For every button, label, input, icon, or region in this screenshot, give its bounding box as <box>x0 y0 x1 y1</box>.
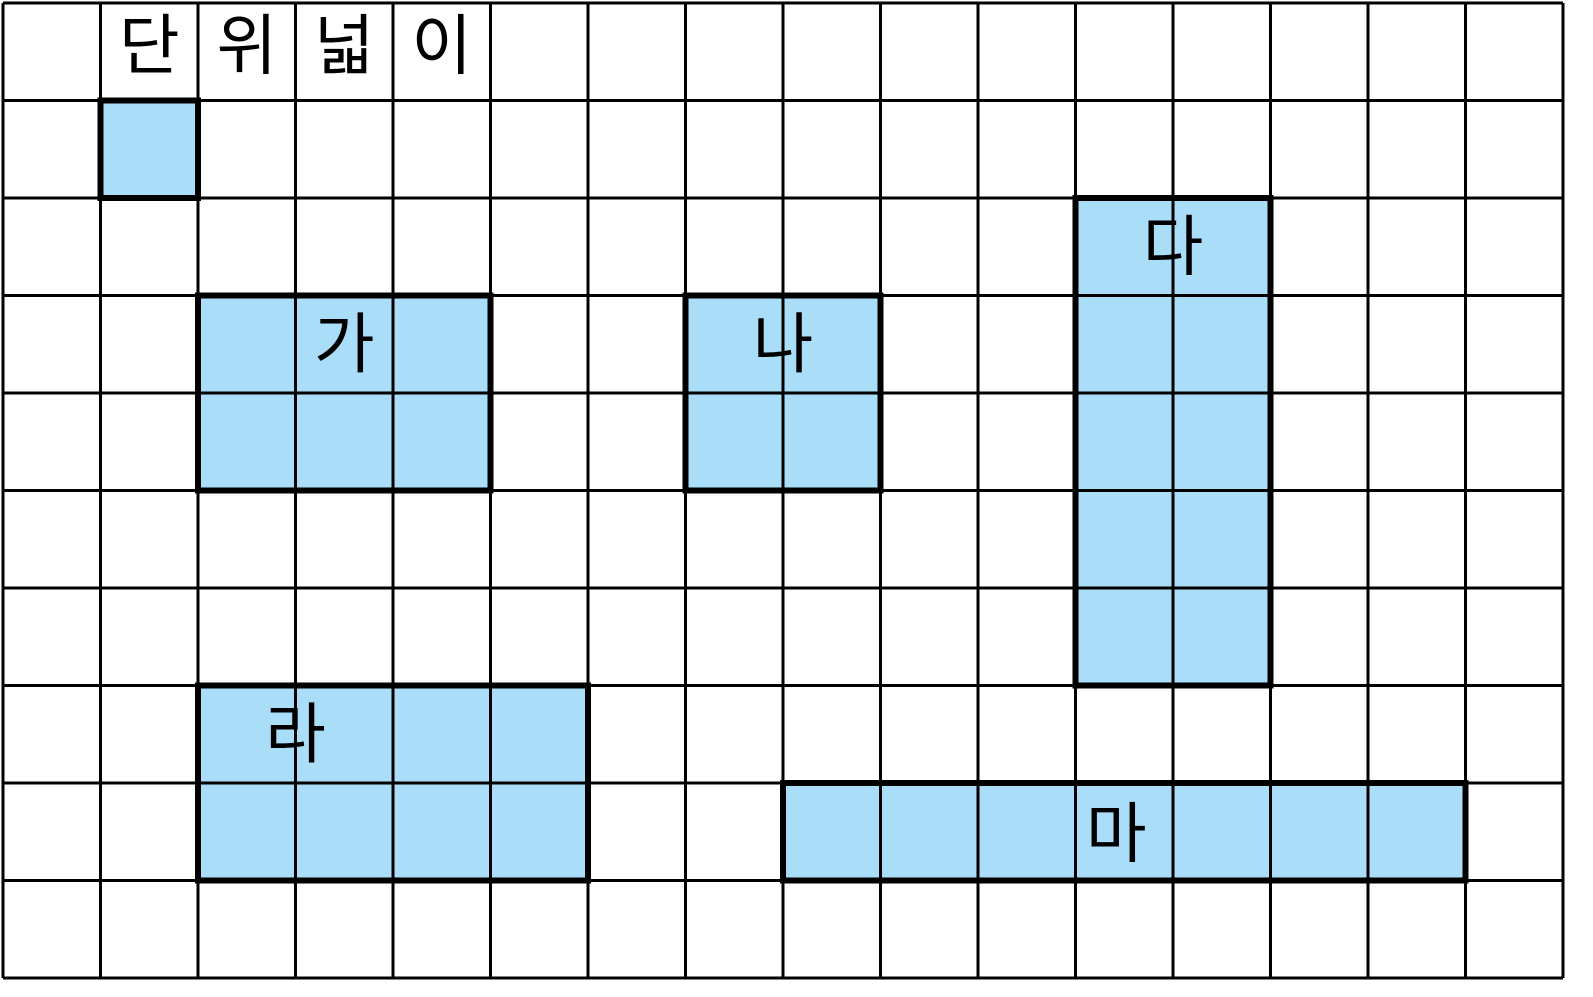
shape-label: 나 <box>753 306 814 383</box>
shape-label: 마 <box>1086 795 1147 872</box>
unit-square-fill <box>100 100 198 198</box>
shape-outlines <box>97 97 1469 884</box>
shape-label: 라 <box>265 696 326 773</box>
shape-label: 가 <box>314 306 375 383</box>
shape-2-outline <box>682 292 884 494</box>
unit-label-char: 이 <box>411 7 472 84</box>
unit-label-char: 넓 <box>314 7 375 84</box>
unit-label-char: 위 <box>216 7 277 84</box>
shape-3-outline <box>1072 195 1274 689</box>
unit-label-char: 단 <box>119 7 180 84</box>
shape-1-outline <box>195 292 494 494</box>
shape-5-fill <box>783 783 1466 881</box>
shape-label: 다 <box>1143 208 1204 285</box>
unit-square-outline <box>97 97 201 201</box>
shape-5-outline <box>780 780 1469 884</box>
shape-4-outline <box>195 682 591 884</box>
